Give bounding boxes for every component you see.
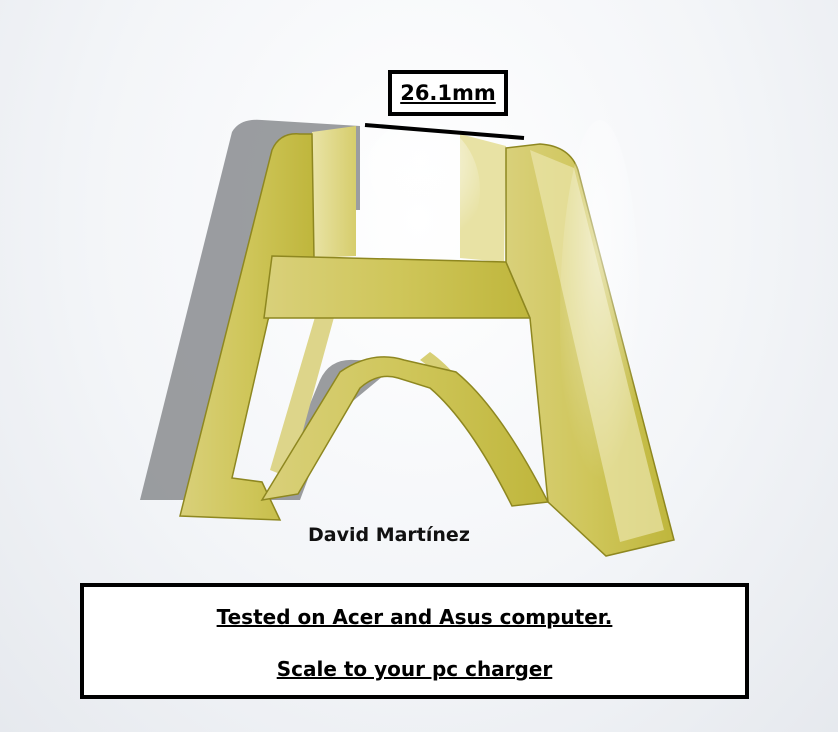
notes-box: Tested on Acer and Asus computer. Scale …: [80, 583, 749, 699]
note-scale: Scale to your pc charger: [276, 657, 553, 681]
charger-holder-model: [140, 119, 675, 557]
note-tested: Tested on Acer and Asus computer.: [216, 605, 613, 629]
model-highlights: [360, 120, 664, 542]
dimension-label: 26.1mm: [400, 81, 496, 105]
dimension-callout: 26.1mm: [388, 70, 508, 116]
cad-viewport: 26.1mm David Martínez: [140, 70, 675, 557]
author-signature: David Martínez: [308, 524, 470, 546]
dimension-line: [364, 123, 525, 140]
